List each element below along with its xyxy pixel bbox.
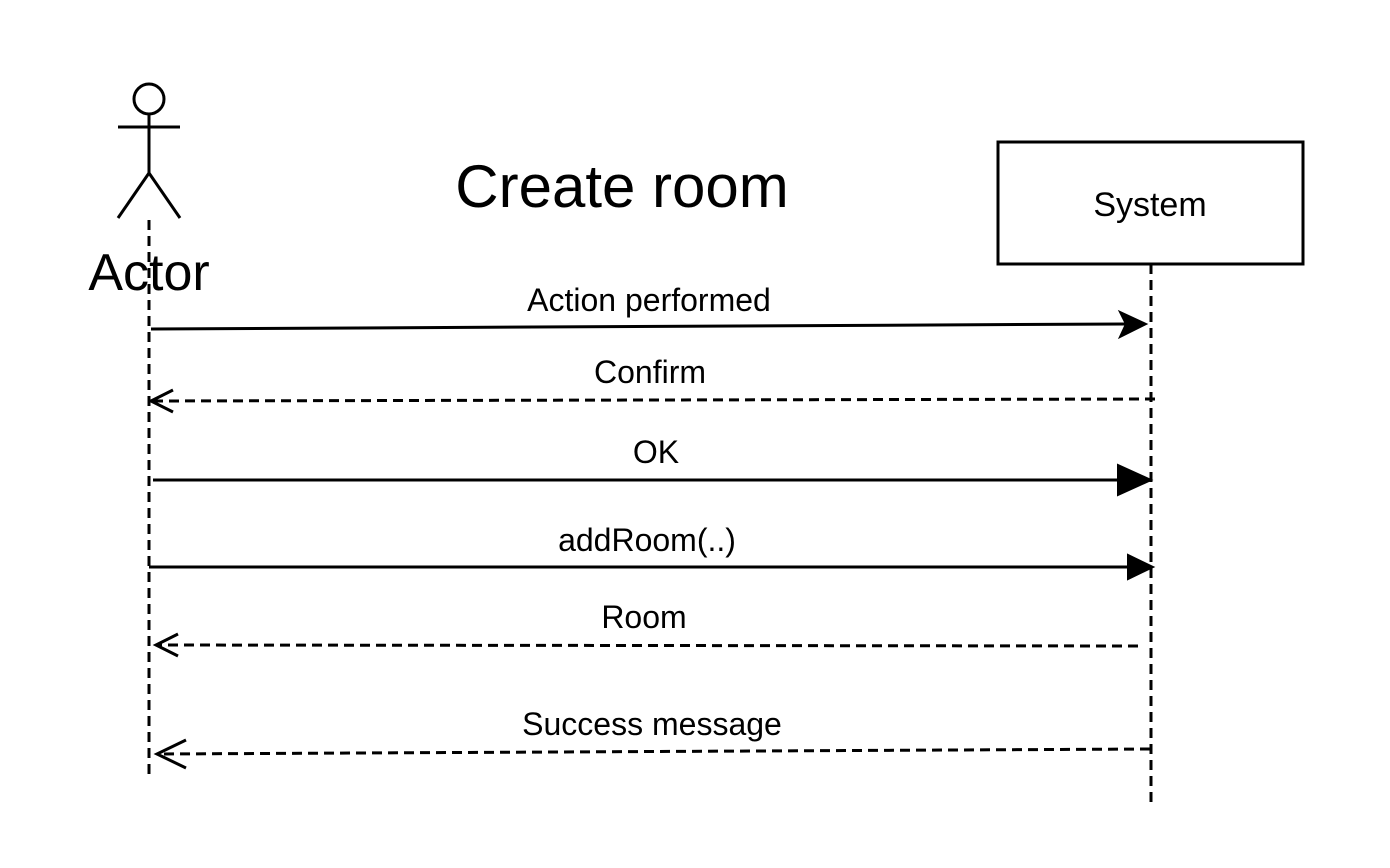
message-ok: OK [153, 434, 1154, 497]
message-confirm: Confirm [147, 354, 1156, 414]
message-room: Room [152, 599, 1139, 658]
system-box [996, 140, 1305, 266]
system-name: System [1093, 186, 1206, 224]
message-line [150, 322, 1126, 331]
diagram-title: Create room [455, 153, 788, 220]
open-arrowhead-icon [152, 632, 179, 658]
open-arrowhead-icon [147, 388, 174, 414]
arrowhead-icon [1117, 463, 1154, 497]
arrowhead-icon [1117, 309, 1149, 340]
message-label: Confirm [594, 354, 706, 390]
message-label: addRoom(..) [558, 522, 736, 558]
actor-name: Actor [88, 244, 209, 302]
open-arrowhead-icon [153, 738, 187, 770]
message-add-room: addRoom(..) [149, 522, 1156, 581]
message-action-performed: Action performed [150, 282, 1149, 340]
message-success: Success message [153, 706, 1151, 770]
message-line [151, 397, 1156, 403]
actor-left-leg [116, 172, 151, 219]
message-label: OK [633, 434, 679, 470]
message-line [157, 643, 1139, 648]
message-line [159, 747, 1151, 756]
message-label: Success message [522, 706, 782, 742]
actor-head [132, 82, 166, 116]
arrowhead-icon [1127, 553, 1156, 581]
actor-right-leg [147, 172, 182, 219]
message-label: Room [601, 599, 686, 635]
message-label: Action performed [527, 282, 771, 318]
actor-figure [116, 82, 182, 219]
